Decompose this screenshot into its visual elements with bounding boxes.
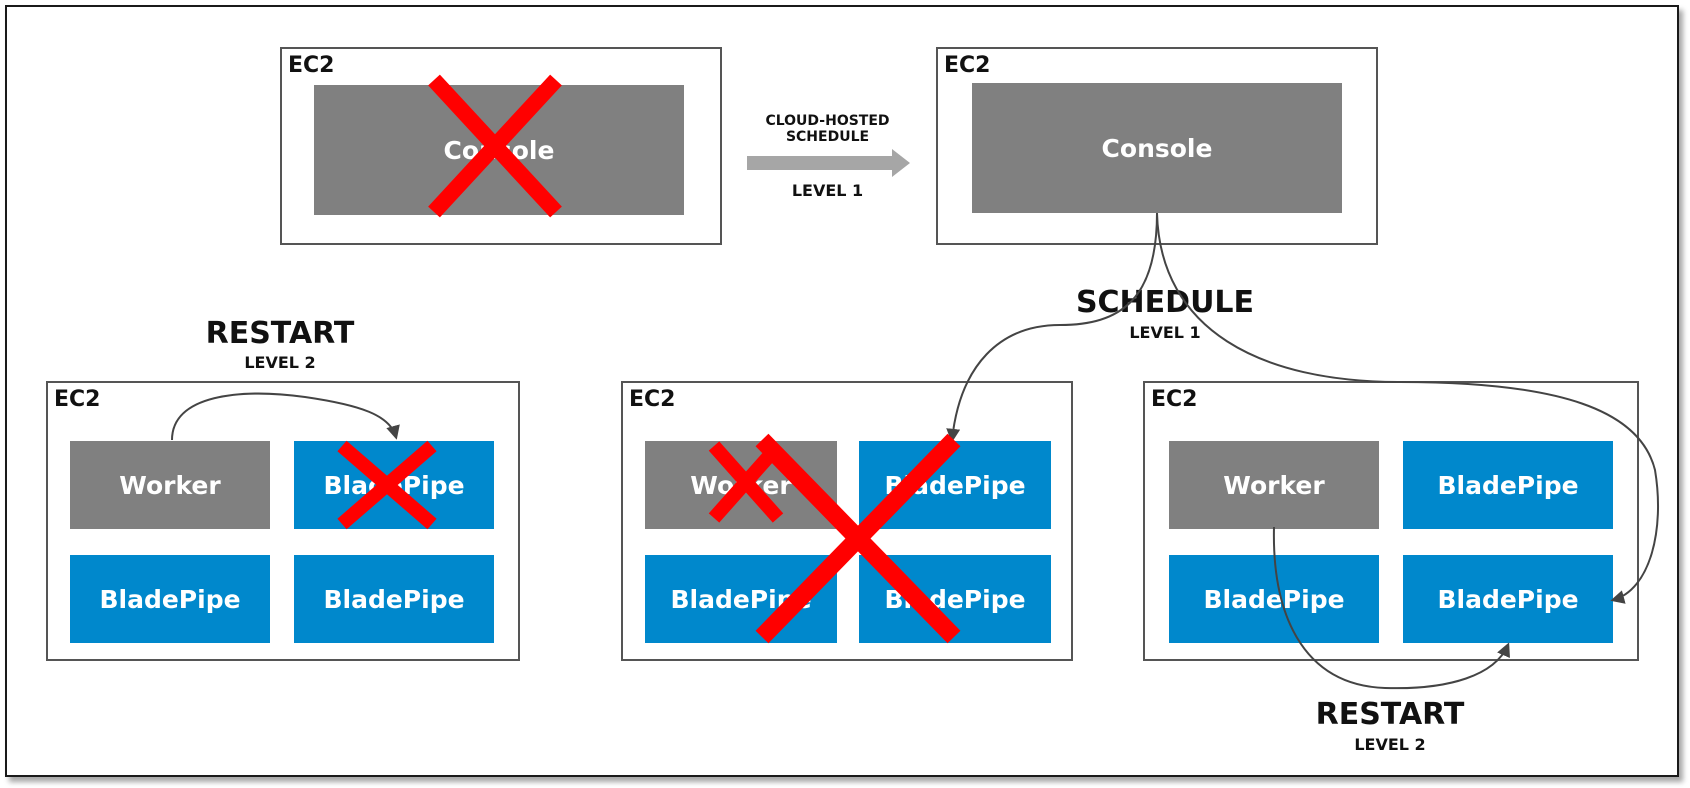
bladepipe-label: BladePipe	[323, 584, 465, 614]
cloud-hosted-line: CLOUD-HOSTED	[765, 113, 890, 129]
restart-right-level: LEVEL 2	[1354, 735, 1426, 754]
failure-x-bladepipe-left	[337, 440, 437, 530]
bladepipe-box: BladePipe	[70, 555, 270, 643]
bladepipe-box: BladePipe	[294, 555, 494, 643]
worker-label: Worker	[119, 470, 221, 500]
console-label: Console	[1101, 133, 1213, 163]
failure-x-console	[428, 74, 562, 218]
schedule-line: SCHEDULE	[785, 129, 870, 146]
worker-box: Worker	[70, 441, 270, 529]
restart-arrow-right	[1272, 526, 1510, 690]
cloud-hosted-schedule-label: CLOUD-HOSTED SCHEDULE	[740, 113, 915, 145]
ec2-console-failed: EC2 Console	[280, 47, 722, 245]
bladepipe-box: BladePipe	[1403, 441, 1613, 529]
cloud-schedule-level: LEVEL 1	[791, 181, 864, 200]
ec2-label: EC2	[944, 53, 991, 78]
restart-left-title: RESTART	[205, 316, 355, 351]
bladepipe-box: BladePipe	[1169, 555, 1379, 643]
restart-arrow-left	[171, 392, 400, 441]
restart-left-level: LEVEL 2	[244, 353, 316, 372]
schedule-title: SCHEDULE	[1075, 285, 1255, 320]
bladepipe-label: BladePipe	[99, 584, 241, 614]
bladepipe-label: BladePipe	[1203, 584, 1345, 614]
restart-right-title: RESTART	[1315, 697, 1465, 732]
failure-x-ec2-middle	[755, 433, 961, 644]
bladepipe-label: BladePipe	[1437, 470, 1579, 500]
worker-label: Worker	[1223, 470, 1325, 500]
schedule-arrow-to-middle	[946, 212, 1158, 443]
ec2-label: EC2	[288, 53, 335, 78]
bladepipe-label: BladePipe	[1437, 584, 1579, 614]
ec2-worker-right: EC2 Worker BladePipe BladePipe BladePipe	[1143, 381, 1639, 661]
ec2-label: EC2	[1151, 387, 1198, 412]
console-box: Console	[972, 83, 1342, 213]
schedule-arrow-to-right	[1156, 212, 1659, 604]
ec2-label: EC2	[54, 387, 101, 412]
ec2-worker-left: EC2 Worker BladePipe BladePipe BladePipe	[46, 381, 520, 661]
worker-box: Worker	[1169, 441, 1379, 529]
schedule-level: LEVEL 1	[1129, 323, 1201, 342]
ec2-console: EC2 Console	[936, 47, 1378, 245]
cloud-schedule-arrow	[747, 149, 910, 177]
bladepipe-box-target: BladePipe	[1403, 555, 1613, 643]
ec2-label: EC2	[629, 387, 676, 412]
